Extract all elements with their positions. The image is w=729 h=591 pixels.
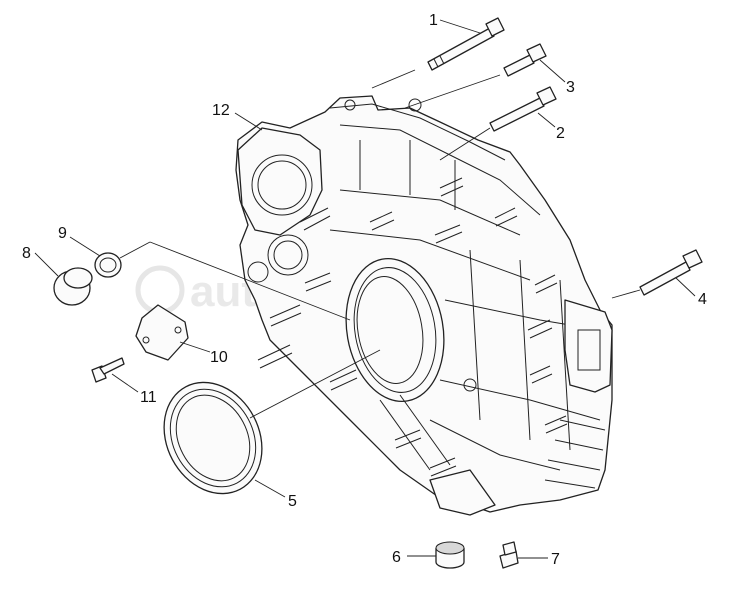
sleeve-6	[435, 541, 465, 569]
leader-lines	[34, 19, 696, 559]
label-8: 8	[22, 245, 31, 262]
seal-ring-9	[94, 252, 122, 278]
label-9: 9	[58, 225, 67, 242]
bolt-2	[489, 86, 557, 132]
cover-plate-10	[135, 304, 189, 361]
label-10: 10	[210, 349, 228, 366]
plug-8	[53, 267, 93, 306]
label-2: 2	[556, 125, 565, 142]
label-1: 1	[429, 12, 438, 29]
label-3: 3	[566, 79, 575, 96]
flywheel-housing	[235, 95, 613, 516]
label-6: 6	[392, 549, 401, 566]
label-4: 4	[698, 291, 707, 308]
plug-7	[499, 541, 519, 569]
callout-labels: 1 2 3 4 5 6 7 8 9 10 11 12	[22, 12, 707, 568]
label-7: 7	[551, 551, 560, 568]
bolt-4	[639, 249, 703, 296]
label-5: 5	[288, 493, 297, 510]
housing-studs	[257, 177, 568, 477]
label-11: 11	[140, 389, 157, 406]
bolt-1	[427, 17, 505, 71]
bolt-3	[503, 43, 547, 77]
oil-seal-5	[163, 381, 263, 495]
label-12: 12	[212, 102, 230, 119]
screw-11	[91, 357, 125, 383]
